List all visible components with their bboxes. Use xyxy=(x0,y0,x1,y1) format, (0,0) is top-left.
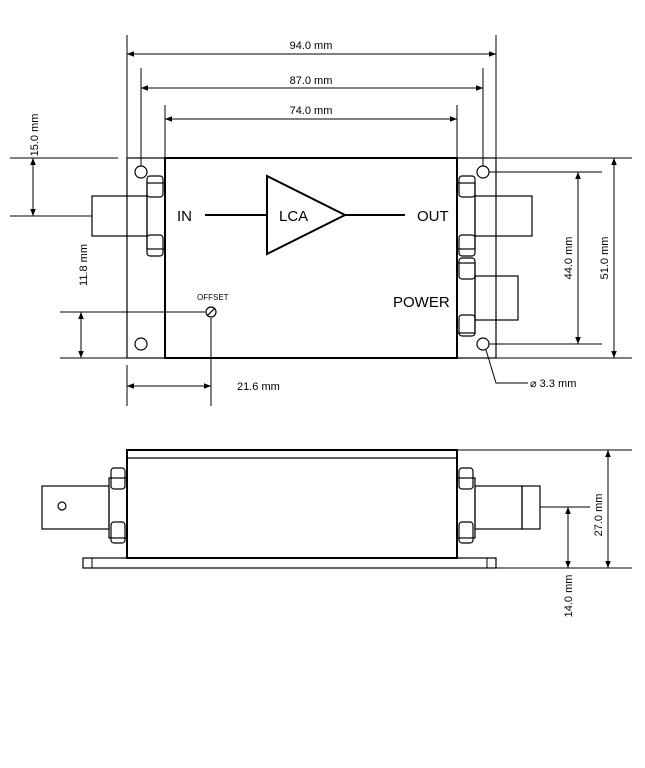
base-plate xyxy=(126,157,497,359)
dim-14: 14.0 mm xyxy=(563,575,575,618)
dim-94: 94.0 mm xyxy=(290,40,333,52)
output-connector xyxy=(456,175,533,257)
dim-27: 27.0 mm xyxy=(593,494,605,537)
dim-51: 51.0 mm xyxy=(599,237,611,280)
power-label: POWER xyxy=(393,294,450,311)
input-connector xyxy=(91,175,166,257)
power-connector xyxy=(456,257,519,337)
housing xyxy=(164,157,458,359)
out-label: OUT xyxy=(417,208,449,225)
mounting-hole xyxy=(476,337,490,351)
in-label: IN xyxy=(177,208,192,225)
amplifier-triangle-icon xyxy=(266,174,348,256)
offset-label: OFFSET xyxy=(197,293,229,302)
dim-11-8: 11.8 mm xyxy=(78,244,90,286)
side-output-connector xyxy=(456,467,541,544)
side-input-connector xyxy=(41,467,128,544)
dim-15: 15.0 mm xyxy=(29,114,41,157)
top-view: IN LCA OUT POWER OFFSET xyxy=(91,157,533,359)
dim-21-6: 21.6 mm xyxy=(237,381,280,393)
amp-label: LCA xyxy=(279,208,308,225)
top-dimensions: 94.0 mm 87.0 mm 74.0 mm 15.0 mm 11.8 mm … xyxy=(10,35,632,406)
mounting-hole xyxy=(134,337,148,351)
dim-hole: ⌀ 3.3 mm xyxy=(530,378,576,390)
mounting-hole xyxy=(476,165,490,179)
side-housing xyxy=(126,449,458,559)
mounting-hole xyxy=(134,165,148,179)
side-base-plate xyxy=(82,557,497,569)
offset-trimmer-icon xyxy=(205,306,217,318)
dim-74: 74.0 mm xyxy=(290,105,333,117)
side-view: 27.0 mm 14.0 mm xyxy=(41,449,632,618)
dim-87: 87.0 mm xyxy=(290,75,333,87)
dim-44: 44.0 mm xyxy=(563,237,575,280)
